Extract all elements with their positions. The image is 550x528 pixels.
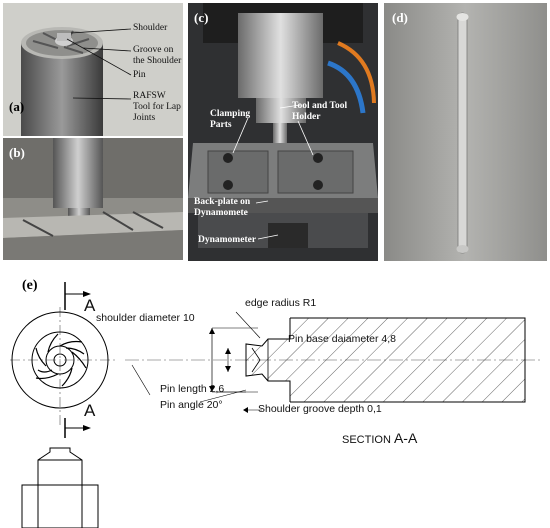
photo-panel-a: (a) Shoulder Groove on the Shoulder Pin … xyxy=(3,3,183,136)
section-title: SECTION A-A xyxy=(342,430,417,446)
welded-sample-photo xyxy=(384,3,547,261)
annotation-tool: RAFSW Tool for Lap Joints xyxy=(133,91,181,123)
tool-photo xyxy=(3,3,183,136)
section-mark-bottom: A xyxy=(84,401,96,420)
photo-panel-d: (d) xyxy=(384,3,547,261)
panel-label-c: (c) xyxy=(194,10,209,25)
annotation-shoulder: Shoulder xyxy=(133,23,168,33)
dim-pin-angle: Pin angle 20° xyxy=(160,399,223,411)
tool-on-plates-photo xyxy=(3,138,183,260)
panel-label-d: (d) xyxy=(392,10,408,25)
section-mark-top: A xyxy=(84,296,96,315)
section-title-prefix: SECTION xyxy=(342,434,391,446)
tool-section-drawing xyxy=(10,282,540,528)
annotation-groove: Groove on the Shoulder xyxy=(133,45,182,66)
panel-label-b: (b) xyxy=(9,145,25,160)
section-title-letters: A-A xyxy=(393,430,418,446)
annotation-dynamometer: Dynamometer xyxy=(198,235,257,245)
panel-label-a: (a) xyxy=(9,99,25,114)
annotation-clamping: Clamping Parts xyxy=(210,109,251,130)
setup-photo xyxy=(188,3,378,261)
dim-shoulder-diameter: shoulder diameter 10 xyxy=(96,312,195,324)
panel-label-e: (e) xyxy=(22,278,38,293)
photo-panel-c: (c) Tool and Tool Holder Clamping Parts … xyxy=(188,3,378,261)
dim-pin-length: Pin length 2,6 xyxy=(160,383,225,395)
annotation-pin: Pin xyxy=(133,70,146,80)
annotation-backplate: Back-plate on Dynamomete xyxy=(194,197,251,218)
dim-pin-base-diameter: Pin base daiameter 4,8 xyxy=(288,333,396,345)
photo-panel-b: (b) xyxy=(3,138,183,260)
dim-shoulder-groove-depth: Shoulder groove depth 0,1 xyxy=(258,403,382,415)
technical-drawing-panel-e: (e) A A shoulder diameter 10 edge radius… xyxy=(0,270,550,528)
dim-edge-radius: edge radius R1 xyxy=(245,297,317,309)
annotation-tool-holder: Tool and Tool Holder xyxy=(292,101,348,122)
